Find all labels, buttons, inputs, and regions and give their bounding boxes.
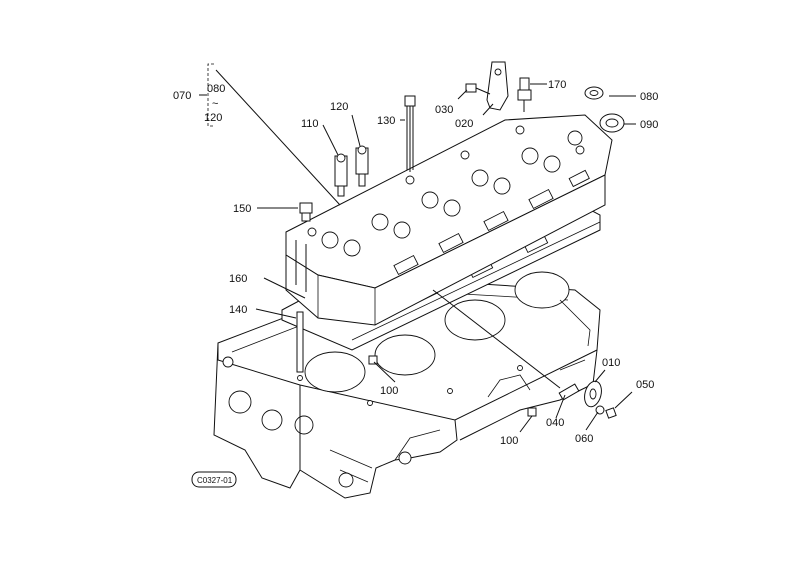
drain-plug-100b [527, 407, 537, 417]
callout-020: 020 [455, 118, 473, 130]
callout-140: 140 [229, 304, 247, 316]
group-label-070: 070 [173, 90, 191, 102]
group-label-tilde: ~ [212, 98, 218, 110]
rear-fitting-assembly [558, 380, 617, 419]
drawing-number-stamp: C0327-01 [191, 471, 237, 488]
callout-090: 090 [640, 119, 658, 131]
callout-040: 040 [546, 417, 564, 429]
cylinder-bore-3 [444, 299, 506, 341]
callout-030: 030 [435, 104, 453, 116]
group-label-120: 120 [204, 112, 222, 124]
injector-nozzle-110 [334, 153, 348, 197]
cylinder-head [285, 114, 613, 326]
sensor-170 [517, 77, 532, 112]
callout-100-right: 100 [500, 435, 518, 447]
svg-text:C0327-01: C0327-01 [197, 476, 233, 485]
bracket-020 [486, 61, 509, 111]
stud-140 [296, 311, 304, 373]
callout-060: 060 [575, 433, 593, 445]
head-bolt-130 [404, 95, 416, 172]
cylinder-bore-2 [374, 334, 436, 376]
callout-110: 110 [301, 118, 319, 130]
group-label-080: 080 [207, 83, 225, 95]
callout-120: 120 [330, 101, 348, 113]
plug-150 [299, 202, 313, 222]
engine-block [213, 271, 601, 499]
callout-labels: 070 080 ~ 120 110 120 130 150 160 140 03… [173, 79, 658, 447]
callout-100-left: 100 [380, 385, 398, 397]
sealing-ring-080 [584, 86, 604, 100]
callout-170: 170 [548, 79, 566, 91]
cylinder-bore-1 [304, 351, 366, 393]
leader-lines [199, 63, 636, 433]
callout-050: 050 [636, 379, 654, 391]
callout-010: 010 [602, 357, 620, 369]
callout-080: 080 [640, 91, 658, 103]
nozzle-holder-120 [355, 145, 369, 187]
callout-160: 160 [229, 273, 247, 285]
drain-plug-100a [368, 355, 378, 365]
cylinder-bore-4 [514, 271, 570, 309]
callout-130: 130 [377, 115, 395, 127]
bolt-030 [465, 83, 491, 95]
callout-150: 150 [233, 203, 251, 215]
cap-090 [599, 113, 625, 133]
